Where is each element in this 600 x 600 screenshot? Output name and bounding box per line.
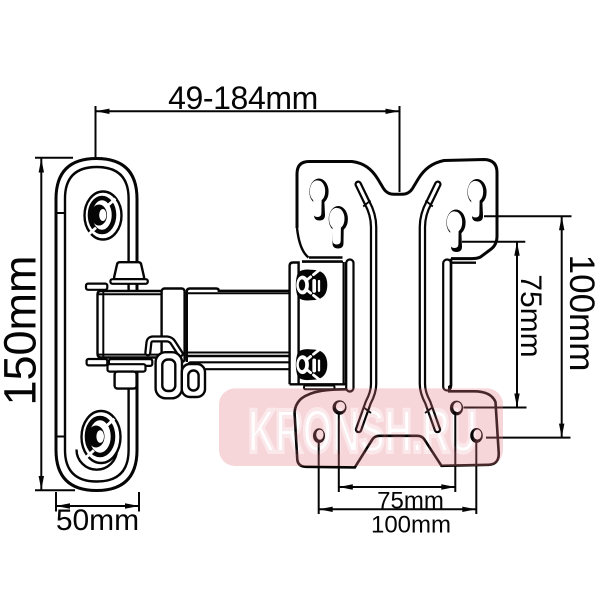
svg-text:150mm: 150mm	[0, 255, 46, 405]
svg-text:75mm: 75mm	[514, 274, 547, 357]
svg-text:75mm: 75mm	[377, 488, 444, 515]
svg-text:49-184mm: 49-184mm	[168, 80, 318, 116]
svg-text:50mm: 50mm	[56, 504, 139, 537]
svg-text:100mm: 100mm	[562, 255, 600, 372]
svg-text:100mm: 100mm	[371, 512, 451, 539]
